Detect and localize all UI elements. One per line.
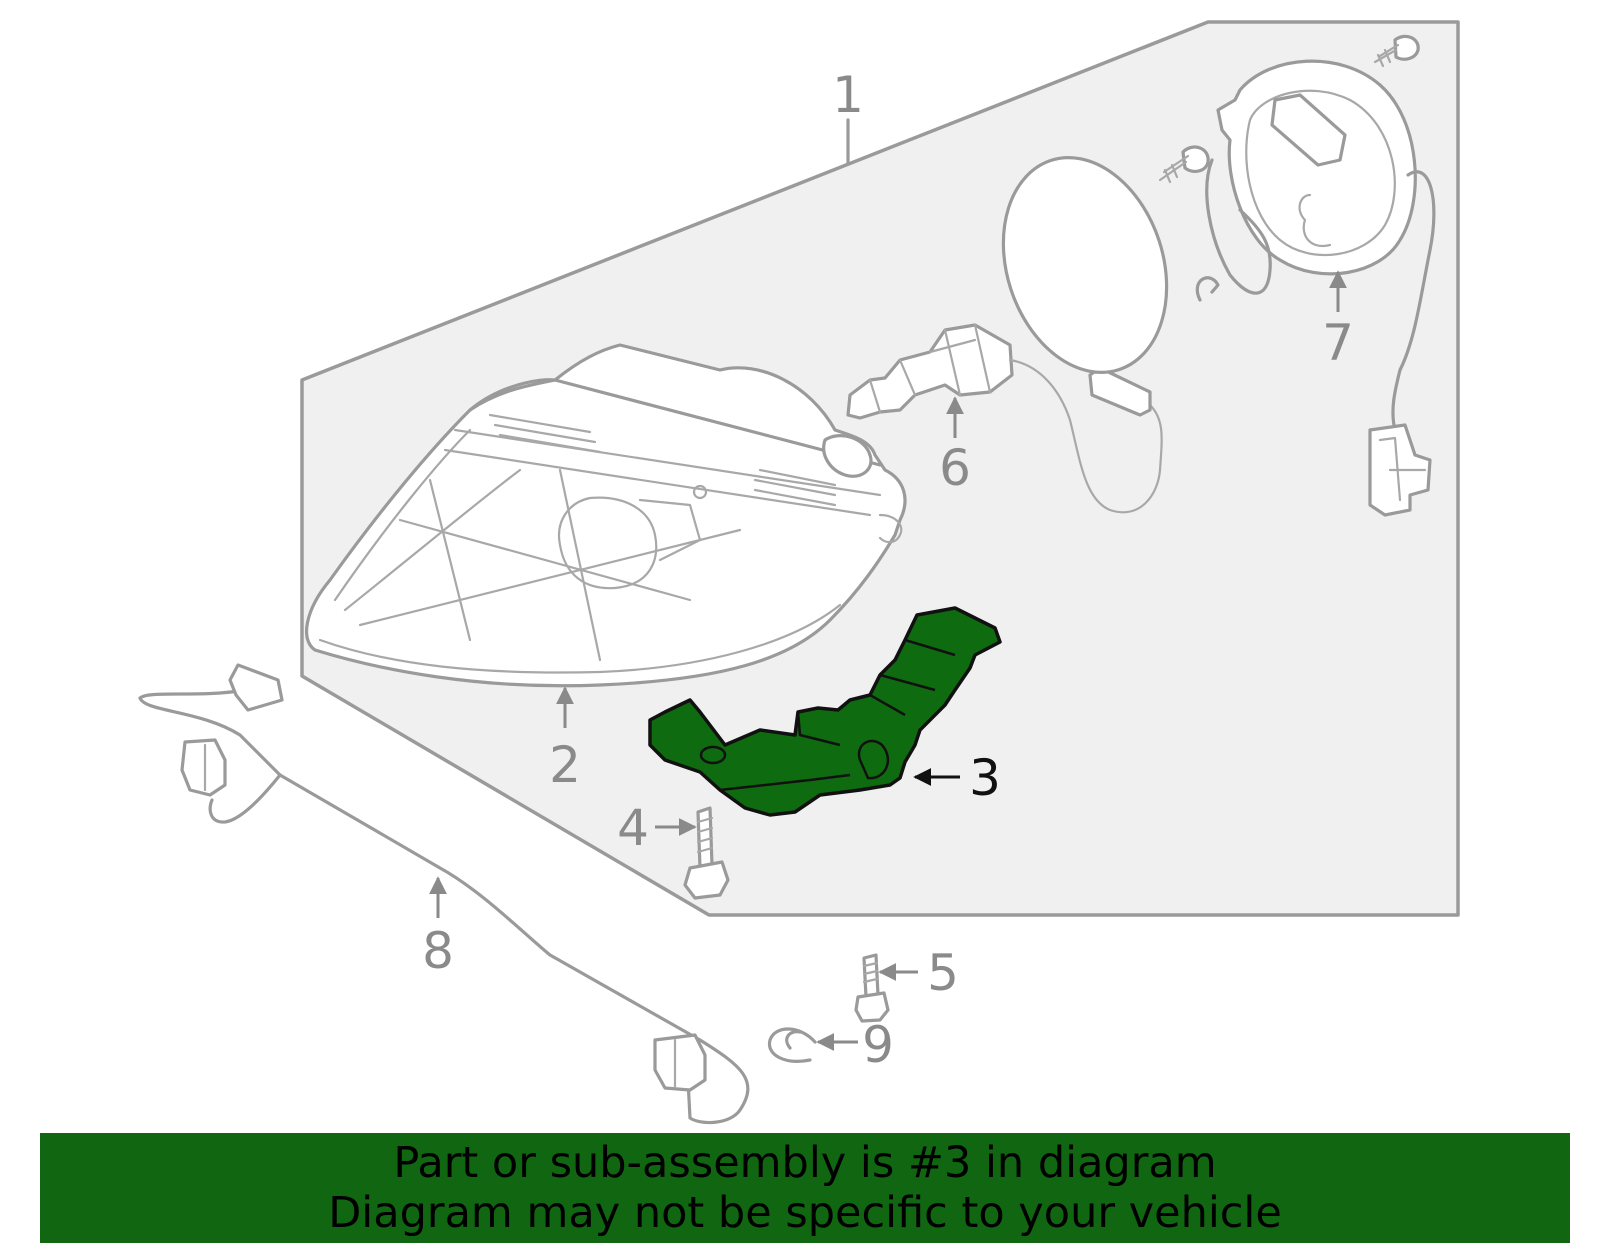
callout-3: 3: [969, 749, 1001, 807]
callout-6: 6: [939, 439, 971, 497]
socket-screw-top: [1373, 34, 1420, 68]
banner-line-2: Diagram may not be specific to your vehi…: [328, 1188, 1282, 1238]
wiring-harness-part-8[interactable]: [138, 663, 750, 1125]
info-banner: Part or sub-assembly is #3 in diagram Di…: [40, 1133, 1570, 1243]
callout-9: 9: [862, 1016, 894, 1074]
callout-4: 4: [617, 799, 649, 857]
seal-ring: [1001, 156, 1169, 374]
small-clip: [1195, 276, 1220, 302]
callout-5: 5: [927, 944, 959, 1002]
clip-part-9[interactable]: [767, 1027, 817, 1063]
banner-line-1: Part or sub-assembly is #3 in diagram: [393, 1138, 1217, 1188]
callout-2: 2: [549, 736, 581, 794]
bolt-part-4[interactable]: [683, 806, 730, 900]
socket-cover-part-7[interactable]: [1205, 59, 1436, 517]
info-banner-background: [40, 1133, 1570, 1243]
headlamp-housing-part-2[interactable]: [305, 343, 907, 688]
screw-part-5[interactable]: [854, 953, 890, 1023]
socket-screw-left: [1158, 145, 1210, 184]
bracket-part-3[interactable]: [648, 606, 1002, 817]
callout-8: 8: [422, 922, 454, 980]
callout-1: 1: [832, 66, 864, 124]
callout-7: 7: [1322, 314, 1354, 372]
